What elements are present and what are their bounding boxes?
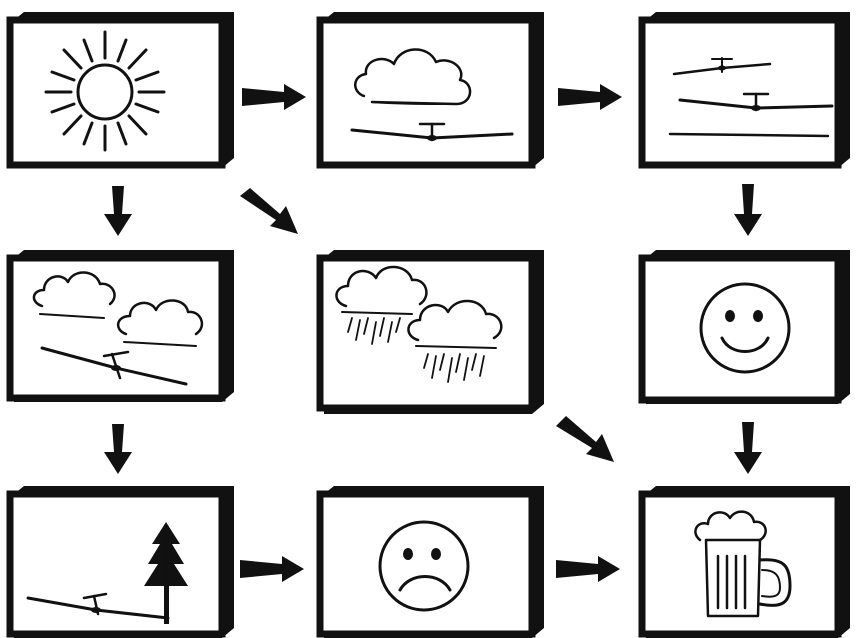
- arrow-sunny-to-gliders-among-clouds: [104, 186, 132, 236]
- arrow-glider-below-cloud-to-two-gliders: [558, 84, 622, 110]
- panel-two-gliders-climbing: [642, 12, 850, 168]
- arrow-sunny-to-glider-below-cloud: [242, 84, 306, 110]
- panel-beer: [642, 486, 850, 638]
- panel-gliders-among-clouds: [10, 250, 234, 402]
- panel-sunny: [10, 12, 234, 168]
- arrow-sunny-to-rain: [240, 188, 298, 234]
- arrow-sad-to-beer: [556, 556, 620, 582]
- arrow-rain-to-beer: [556, 416, 614, 462]
- panel-sad: [320, 486, 544, 638]
- panel-rain: [320, 250, 544, 414]
- arrow-glider-tree-to-sad: [240, 556, 304, 582]
- arrow-gliders-among-clouds-to-glider-tree: [104, 424, 132, 474]
- arrow-happy-to-beer: [734, 422, 762, 474]
- panel-glider-landing-near-tree: [10, 486, 234, 638]
- panel-happy: [642, 250, 850, 404]
- arrow-two-gliders-to-happy: [734, 184, 762, 236]
- panel-glider-below-cloud: [320, 12, 544, 168]
